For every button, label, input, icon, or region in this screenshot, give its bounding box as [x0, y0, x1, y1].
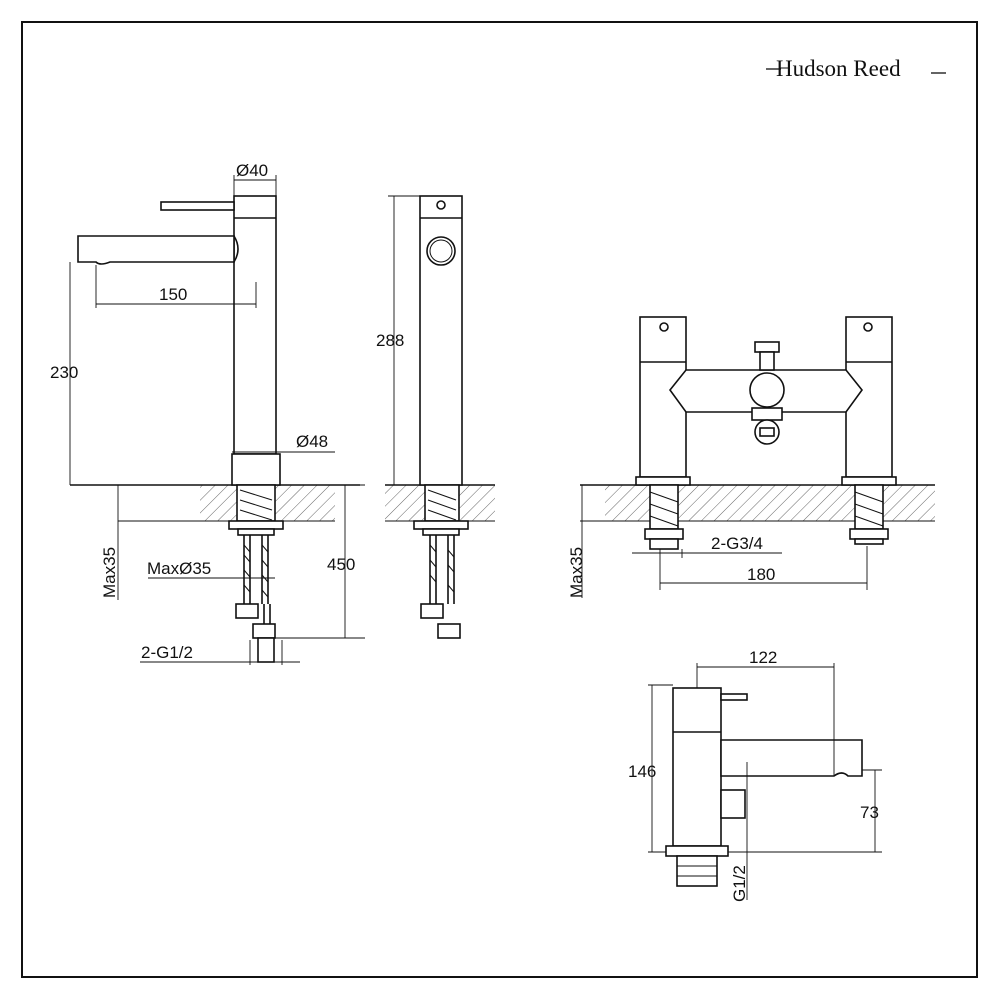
bath-side-pillar: [672, 687, 722, 847]
dim-bath-side-connection: G1/2: [730, 865, 749, 902]
dim-max-deck: Max35: [100, 547, 119, 598]
bath-filler-side-view: 122 146 73 G1/2: [628, 648, 882, 902]
dim-top-diameter: Ø40: [236, 161, 268, 180]
dim-hose-length: 450: [327, 555, 355, 574]
bath-side-spout: [720, 739, 863, 777]
bath-filler-front-view: Max35 2-G3/4 180: [567, 316, 935, 598]
bath-diverter: [749, 372, 785, 408]
basin-mixer-side-view: 288: [376, 195, 495, 639]
dim-bath-reach: 122: [749, 648, 777, 667]
dim-spout-reach: 150: [159, 285, 187, 304]
basin-mixer-dimensions: Ø40 150 230 Ø48 Max35 MaxØ35 450 2-G1/2: [50, 161, 365, 665]
dim-bath-spout-height: 73: [860, 803, 879, 822]
brand-name: Hudson Reed: [776, 56, 901, 81]
brand-logo: Hudson Reed: [766, 56, 946, 81]
tap-base: [231, 453, 281, 486]
dim-spout-height: 230: [50, 363, 78, 382]
tap-lever: [160, 201, 235, 211]
basin-mixer-front-view: [70, 195, 360, 663]
tap-spout: [77, 235, 235, 265]
sheet-border: [21, 21, 978, 978]
dim-bath-connection: 2-G3/4: [711, 534, 763, 553]
side-spout-outlet: [426, 236, 456, 266]
dim-bath-centres: 180: [747, 565, 775, 584]
dim-bath-height: 146: [628, 762, 656, 781]
dim-base-diameter: Ø48: [296, 432, 328, 451]
dim-bath-max-deck: Max35: [567, 547, 586, 598]
dim-max-hole: MaxØ35: [147, 559, 211, 578]
dim-overall-height: 288: [376, 331, 404, 350]
dim-connection: 2-G1/2: [141, 643, 193, 662]
tap-body: [233, 195, 277, 455]
